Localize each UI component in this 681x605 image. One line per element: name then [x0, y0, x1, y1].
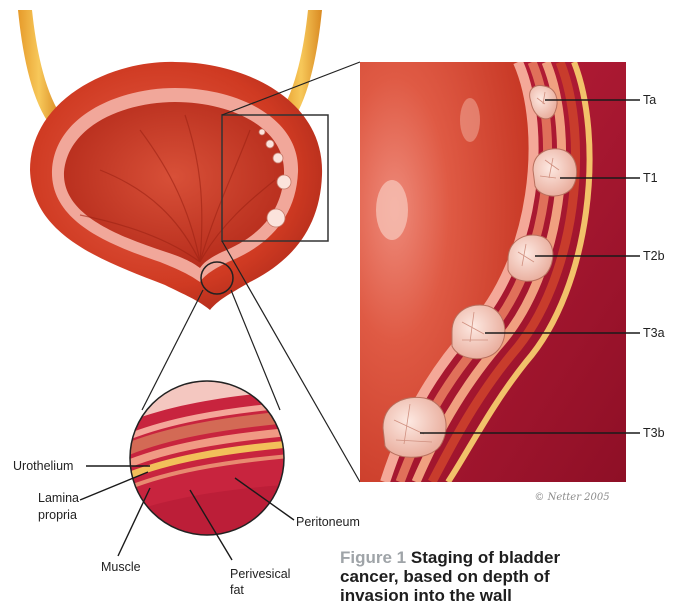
stage-label-t2b: T2b [643, 249, 665, 263]
label-muscle: Muscle [101, 560, 141, 574]
label-lamina-propria-1: Lamina [38, 491, 79, 505]
staging-zoom-panel [360, 62, 626, 482]
label-lamina-propria-2: propria [38, 508, 77, 522]
figure-caption: Figure 1 Staging of bladder cancer, base… [340, 548, 680, 605]
figure-number: Figure 1 [340, 548, 406, 567]
caption-line-2: cancer, based on depth of [340, 567, 550, 586]
artist-signature: © Netter 2005 [534, 492, 609, 503]
label-perivesical-2: fat [230, 583, 244, 597]
label-urothelium: Urothelium [13, 459, 73, 473]
stage-label-t3a: T3a [643, 326, 665, 340]
stage-label-ta: Ta [643, 93, 656, 107]
tumor-t3a [452, 305, 505, 359]
tumor-t2b [508, 235, 553, 281]
tumor-t1 [533, 149, 577, 196]
caption-line-1: Staging of bladder [411, 548, 560, 567]
label-peritoneum: Peritoneum [296, 515, 360, 529]
stage-label-t3b: T3b [643, 426, 665, 440]
wall-cross-section [110, 370, 300, 550]
bladder-illustration [18, 10, 322, 310]
stage-label-t1: T1 [643, 171, 658, 185]
caption-line-3: invasion into the wall [340, 586, 512, 605]
tumor-t3b [383, 397, 446, 457]
label-perivesical-1: Perivesical [230, 567, 290, 581]
left-ureter [18, 10, 60, 122]
